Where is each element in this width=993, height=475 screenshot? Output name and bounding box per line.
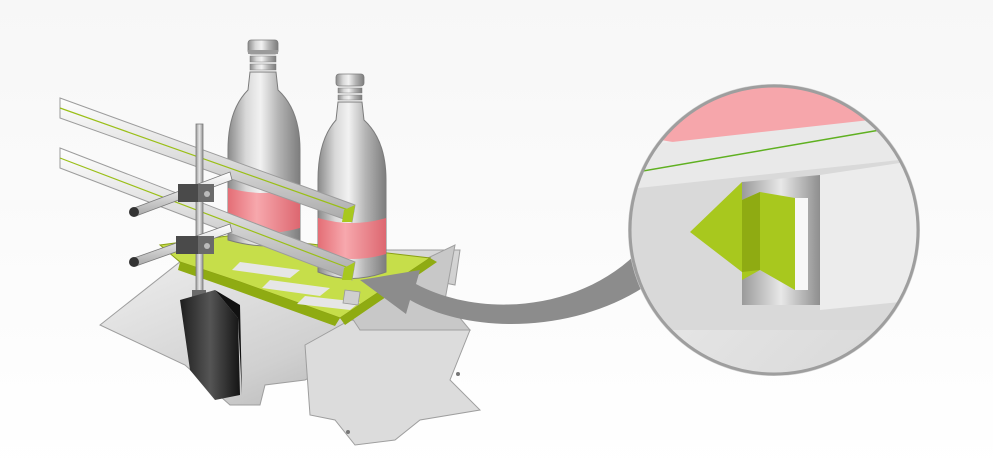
rail-mount xyxy=(343,290,360,305)
